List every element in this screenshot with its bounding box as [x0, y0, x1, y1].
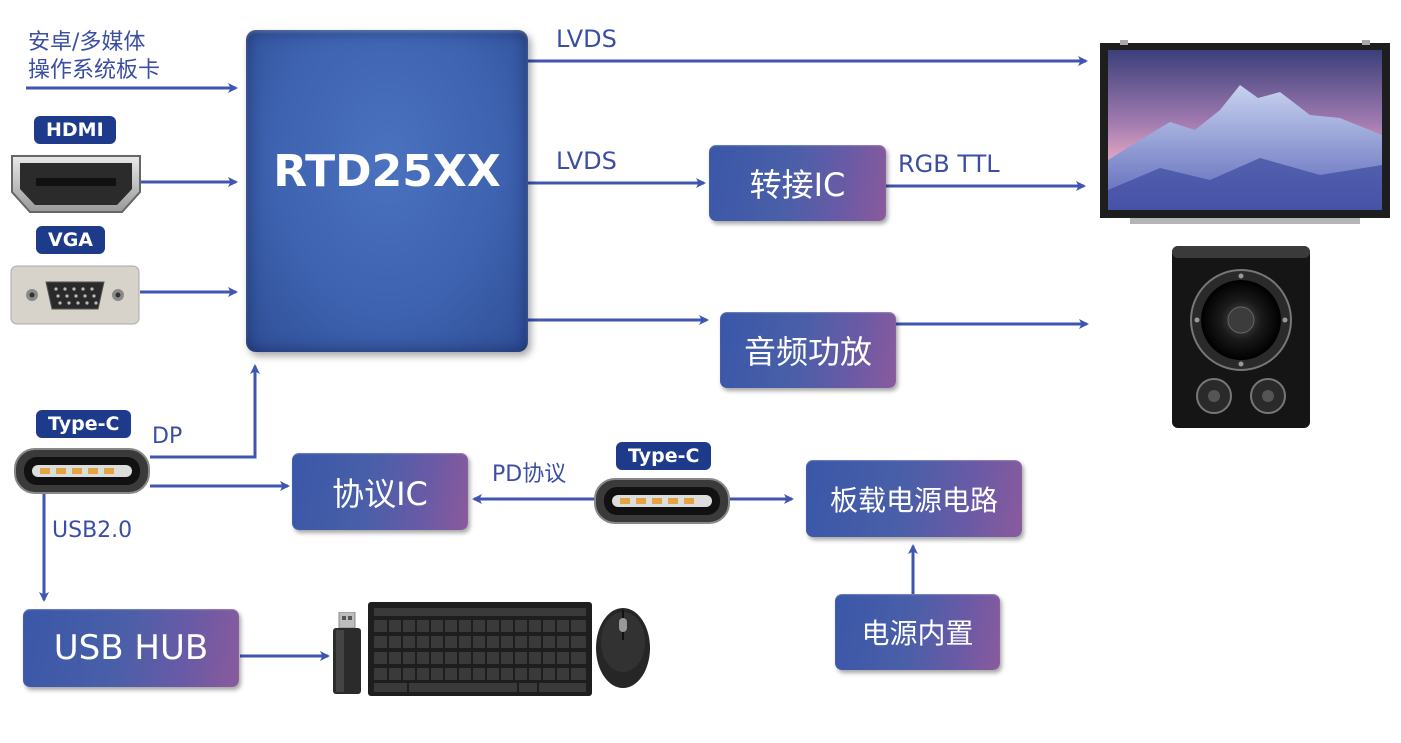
typec-port-icon-2	[594, 478, 730, 524]
lvds-label-mid: LVDS	[556, 147, 617, 175]
vga-tag: VGA	[36, 226, 106, 254]
adapter-ic-box: 转接IC	[709, 145, 886, 221]
keyboard-icon	[368, 602, 592, 696]
speaker-icon	[1172, 246, 1310, 428]
vga-port-icon	[10, 265, 140, 325]
display-panel-icon	[1100, 40, 1390, 224]
arrow-dp-up	[150, 364, 260, 459]
main-chip-rtd25xx: RTD25XX	[246, 30, 528, 352]
android-label-line1: 安卓/多媒体	[28, 30, 146, 55]
mouse-icon	[596, 608, 650, 688]
power-circuit-box: 板载电源电路	[806, 460, 1022, 537]
usb-hub-box: USB HUB	[23, 609, 239, 687]
protocol-ic-box: 协议IC	[292, 453, 468, 530]
pd-protocol-label: PD协议	[492, 462, 567, 487]
typec-port-icon	[14, 448, 150, 494]
audio-amp-box: 音频功放	[720, 312, 896, 388]
typec-tag-2: Type-C	[616, 442, 712, 470]
lvds-label-top: LVDS	[556, 25, 617, 53]
usb-dongle-icon	[333, 612, 361, 694]
hdmi-tag: HDMI	[34, 116, 116, 144]
android-label-line2: 操作系统板卡	[28, 58, 161, 83]
rgb-ttl-label: RGB TTL	[898, 150, 1000, 178]
typec-tag: Type-C	[36, 410, 132, 438]
dp-label: DP	[152, 424, 183, 449]
power-builtin-box: 电源内置	[835, 594, 1000, 670]
hdmi-port-icon	[11, 155, 141, 213]
usb2-label: USB2.0	[52, 518, 133, 543]
